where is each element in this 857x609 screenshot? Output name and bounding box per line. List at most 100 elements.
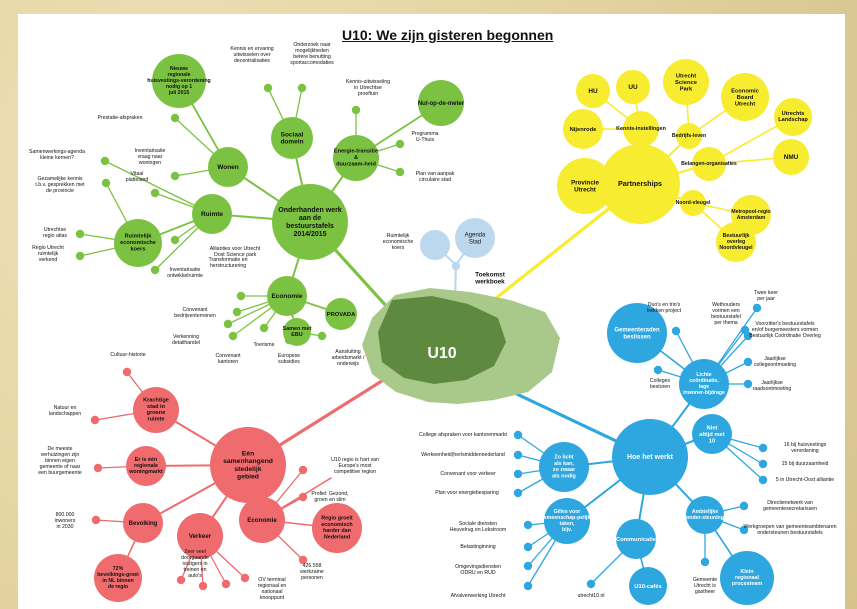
leaf-werkgroepen (739, 525, 749, 535)
leaf-verkeer-1 (176, 575, 186, 585)
hub-blue (612, 419, 688, 495)
leaf-convenant-verkeer-label: Convenant voor verkeer (440, 471, 496, 477)
node-ambtelijke (686, 496, 724, 534)
node-provada-label: PROVADA (327, 312, 356, 318)
node-zo-licht (539, 442, 589, 492)
node-hu (576, 74, 610, 108)
leaf-duurzaamheid (758, 459, 768, 469)
node-bevolkingsgroei (94, 554, 142, 602)
node-economie-red (239, 497, 285, 543)
dot-toekomst (451, 261, 461, 271)
node-verkeer (177, 513, 223, 559)
leaf-convenant-kantoren (228, 331, 238, 341)
leaf-duurzaamheid-label: 15 bij duurzaamheid (782, 461, 829, 467)
leaf-werkeenheid (513, 450, 523, 460)
node-gilles (544, 498, 590, 544)
leaf-regio-utrecht (75, 251, 85, 261)
node-kennisinstellingen (623, 111, 659, 147)
node-bedrijfsleven (676, 123, 702, 149)
center-label: U10 (427, 345, 456, 362)
leaf-college-afspraken-label: College afspraken voor kantorenmarkt (419, 432, 508, 438)
node-procesteam (720, 551, 774, 605)
node-nul-op-de-meter-label: Nul-op-de-meter (418, 101, 465, 107)
node-nmu-label: NMU (784, 154, 799, 161)
leaf-prestatie (170, 113, 180, 123)
node-nul-op-de-meter (418, 80, 464, 126)
leaf-duos (671, 326, 681, 336)
node-sociaal-domein (271, 117, 313, 159)
node-regio-groeit (312, 503, 362, 553)
node-science-park (663, 59, 709, 105)
node-provincie (557, 158, 613, 214)
node-verkeer-label: Verkeer (189, 533, 212, 540)
node-hu-label: HU (588, 88, 598, 95)
node-bedrijfsleven-label: Bedrijfs-leven (672, 133, 706, 139)
node-economie-red-label: Economie (247, 517, 277, 524)
leaf-allianties (170, 235, 180, 245)
node-ruimtelijk-koers (114, 219, 162, 267)
leaf-aansluiting (317, 331, 327, 341)
leaf-toerisme-label: Toerisme (253, 342, 274, 348)
hub-yellow (600, 144, 680, 224)
node-nmu (773, 139, 809, 175)
node-ebu (721, 73, 769, 121)
hub-green (272, 184, 348, 260)
leaf-convenant-verkeer (513, 469, 523, 479)
hub-red (210, 427, 286, 503)
node-energie-label: Energie-transitie&duurzaam-heid (334, 149, 378, 168)
leaf-directienetwerk (739, 501, 749, 511)
hub-blue-label: Hoe het werkt (627, 454, 674, 461)
leaf-belastinginning-label: Belastinginning (460, 544, 495, 550)
leaf-inventarisatie-vraag (170, 171, 180, 181)
node-ruimte (192, 194, 232, 234)
leaf-toerisme (259, 323, 269, 333)
leaf-belastinginning (523, 542, 533, 552)
node-uu (616, 70, 650, 104)
node-belangenorganisaties-label: Belangen-organisaties (681, 161, 737, 167)
leaf-afvalverwerking (523, 581, 533, 591)
node-utrechts-landschap (774, 98, 812, 136)
leaf-gezamenlijke (101, 178, 111, 188)
node-lichte-coordinatie (679, 359, 729, 409)
leaf-werkzame (298, 555, 308, 565)
leaf-huisvesting (758, 443, 768, 453)
node-gemeenteraden (607, 303, 667, 363)
node-belangenorganisaties (692, 147, 726, 181)
node-agenda-stad (455, 218, 495, 258)
node-noordvleugel (680, 190, 706, 216)
leaf-voorzitters (743, 331, 753, 341)
leaf-natuur (90, 415, 100, 425)
node-krachtige-stad (133, 387, 179, 433)
region-map-inner (378, 296, 506, 384)
node-u10-cafes-label: U10-cafés (634, 584, 661, 590)
node-noordvleugel-label: Noord-vleugel (676, 200, 711, 206)
